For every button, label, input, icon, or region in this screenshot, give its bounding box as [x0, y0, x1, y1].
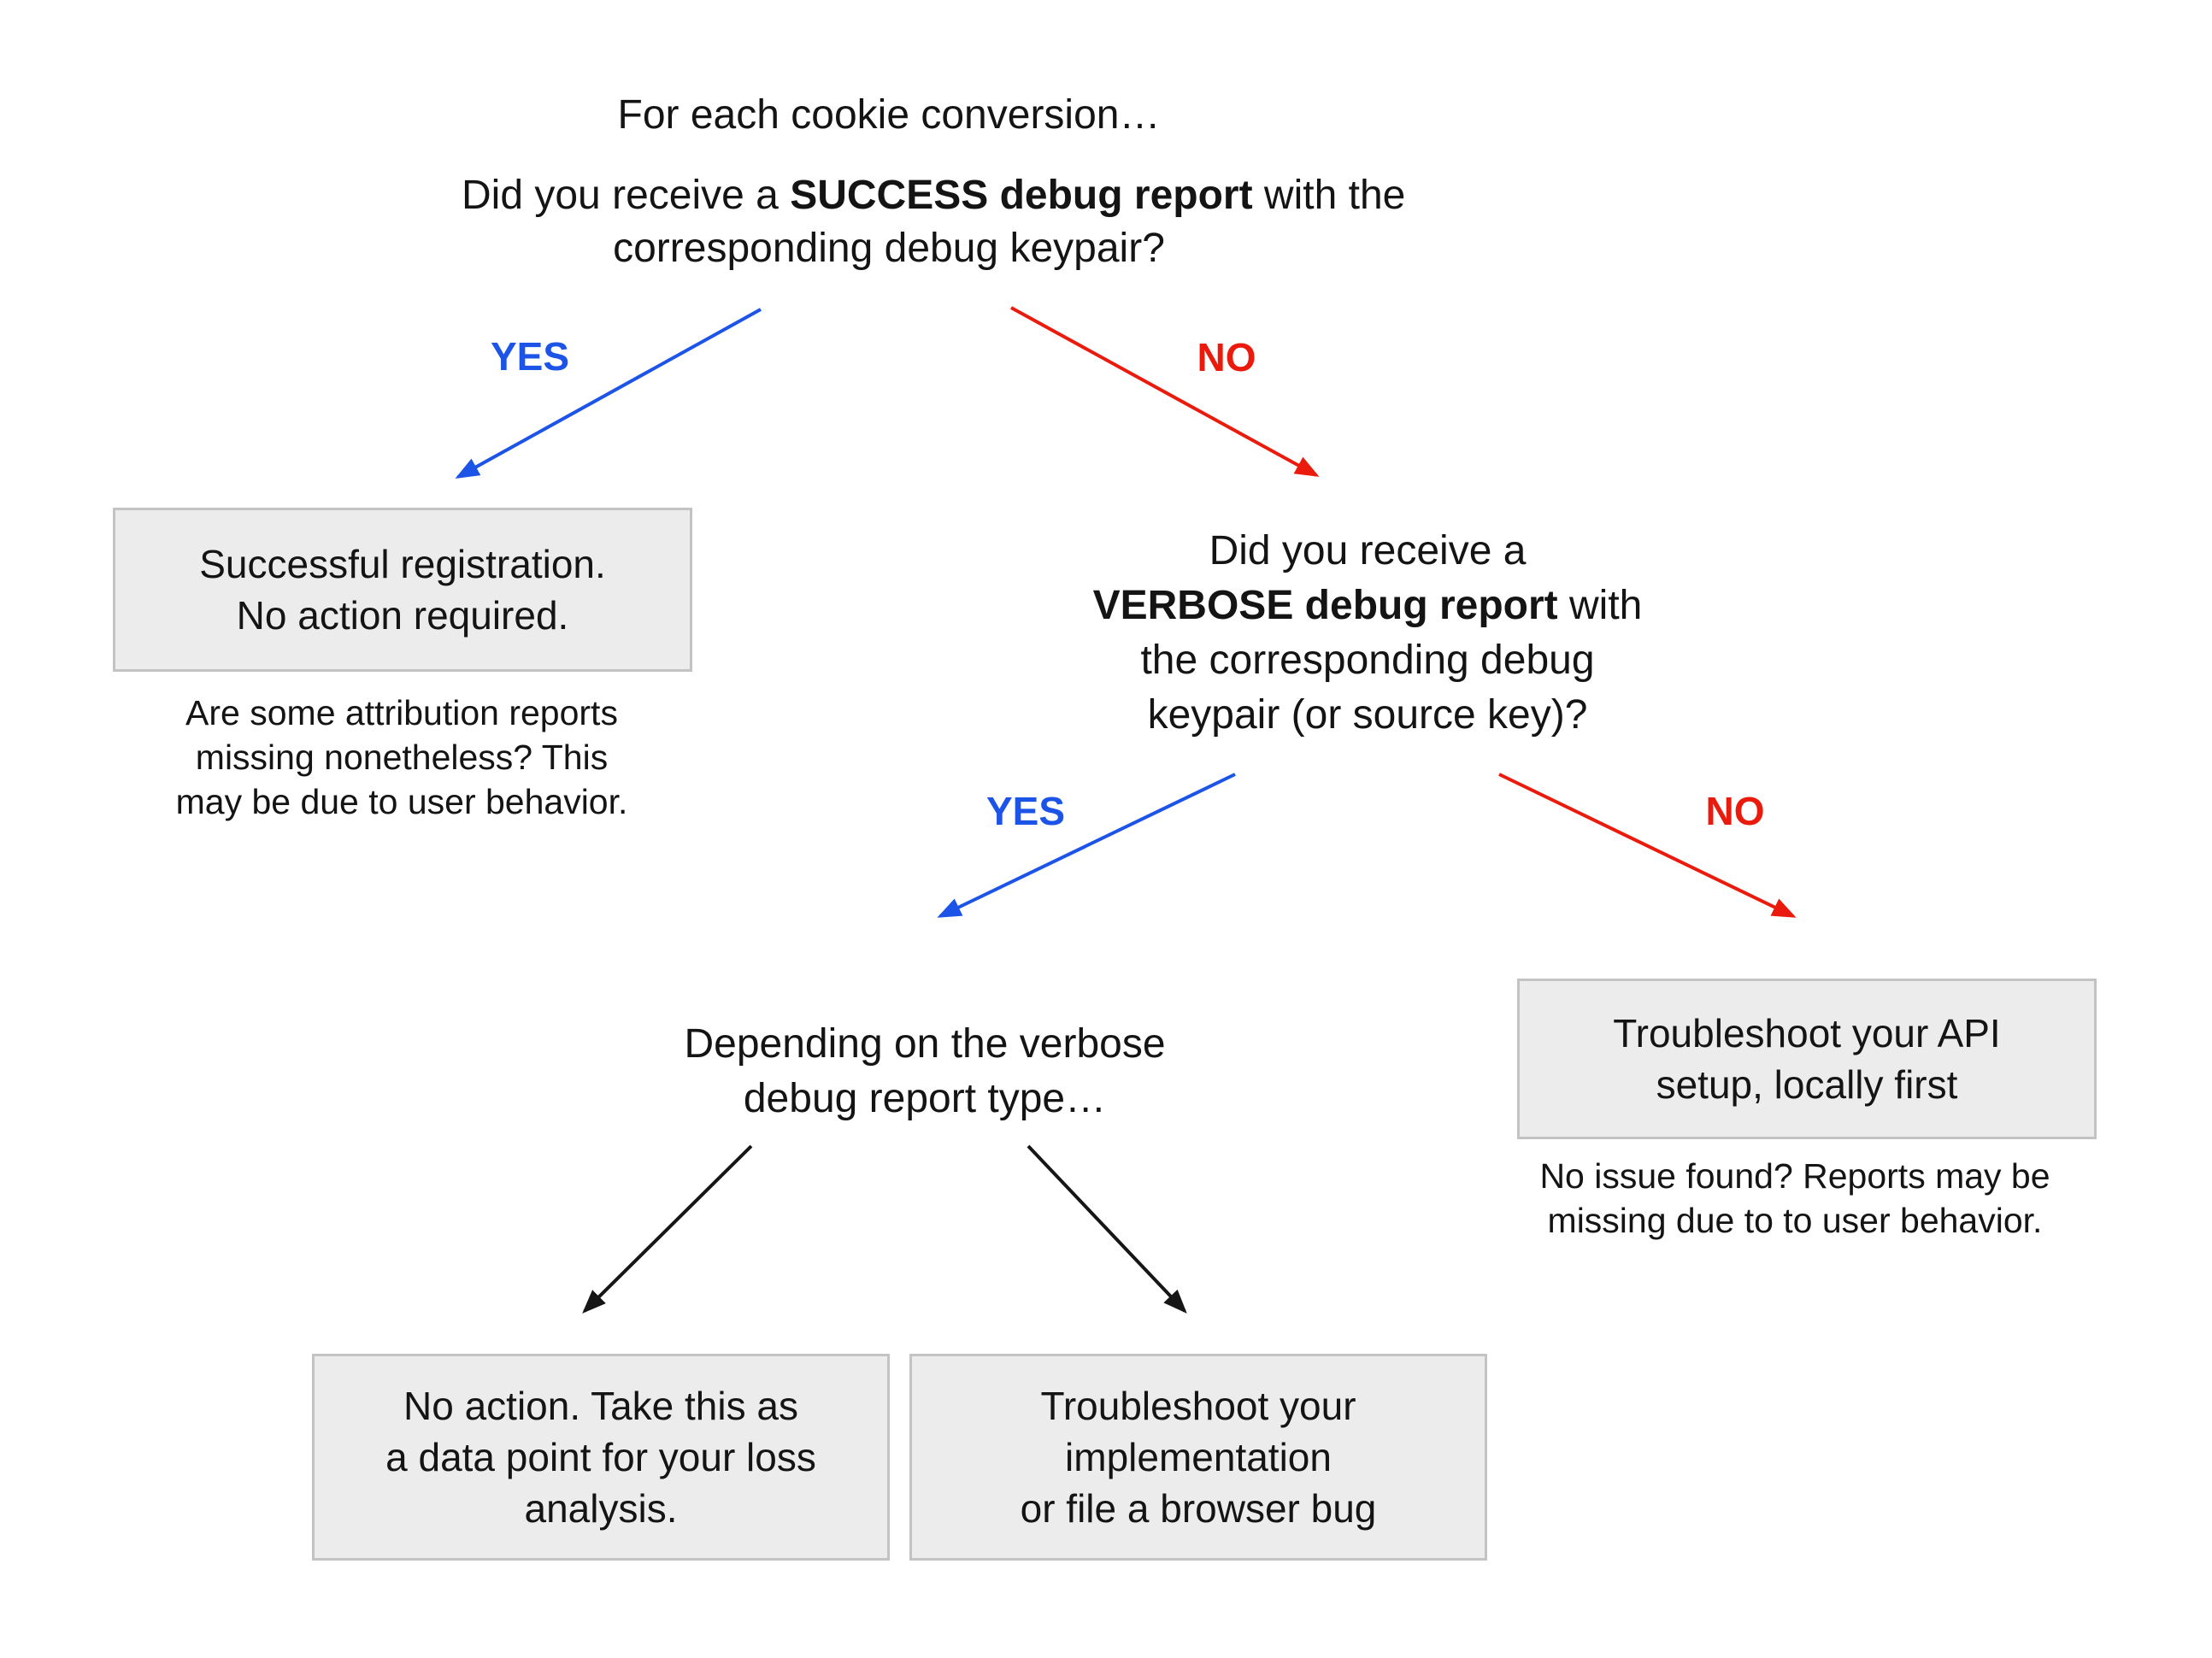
edge-label-no-2: NO — [1705, 789, 1765, 833]
arrow-no-to-api-box — [1498, 773, 1797, 918]
question-success-report: Did you receive a SUCCESS debug report w… — [462, 173, 1406, 271]
node-troubleshoot-implementation: Troubleshoot your implementation or file… — [909, 1354, 1487, 1561]
node-depending-on-type: Depending on the verbose debug report ty… — [684, 1021, 1166, 1121]
arrow-no-to-verbose-question — [1010, 306, 1320, 477]
node-troubleshoot-api: Troubleshoot your API setup, locally fir… — [1517, 979, 2097, 1139]
diagram-title: For each cookie conversion… — [617, 92, 1161, 138]
arrow-to-no-action-box — [582, 1144, 753, 1314]
arrow-to-impl-box — [1027, 1144, 1187, 1314]
edge-label-yes-2: YES — [985, 789, 1066, 833]
node-successful-registration: Successful registration. No action requi… — [113, 508, 692, 672]
note-no-issue-found: No issue found? Reports may be missing d… — [1539, 1156, 2050, 1240]
arrow-yes-to-success-box — [455, 308, 762, 479]
node-no-action-loss-analysis: No action. Take this as a data point for… — [312, 1354, 890, 1561]
edge-label-no-1: NO — [1197, 335, 1256, 379]
note-attribution-reports: Are some attribution reports missing non… — [175, 693, 628, 821]
arrow-yes-to-depending — [937, 773, 1236, 918]
edge-label-yes-1: YES — [490, 334, 570, 379]
question-verbose-report: Did you receive a VERBOSE debug report w… — [1092, 528, 1643, 738]
